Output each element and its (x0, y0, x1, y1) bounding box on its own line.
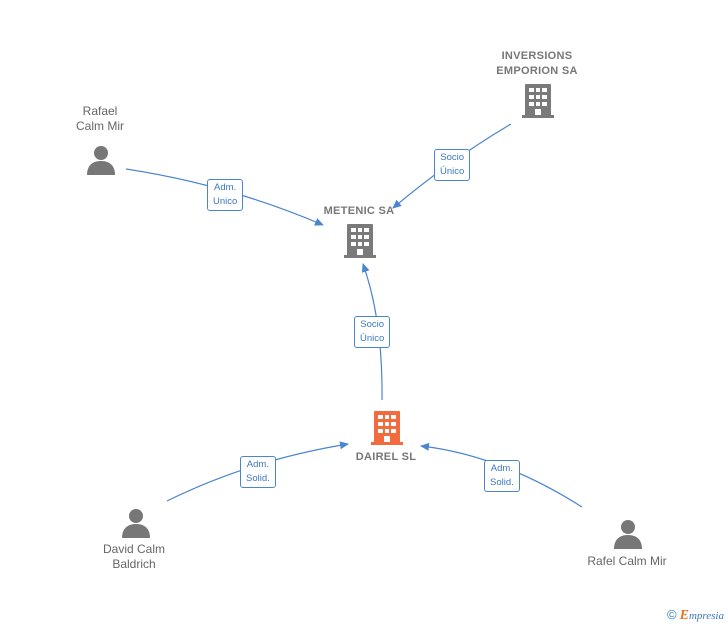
node-label-david[interactable]: David Calm Baldrich (102, 542, 165, 571)
brand-watermark: ©Empresia (667, 607, 724, 624)
person-icon[interactable] (122, 509, 150, 538)
brand-name: mpresia (688, 610, 724, 622)
node-label-inversions[interactable]: INVERSIONS EMPORION SA (496, 50, 578, 77)
edge-label-rafel-to-dairel: Adm. Solid. (484, 460, 520, 492)
node-label-rafel[interactable]: Rafel Calm Mir (587, 553, 667, 568)
person-icon[interactable] (614, 520, 642, 549)
edge-label-dairel-to-metenic: Socio Único (354, 316, 391, 348)
copyright-symbol: © (667, 607, 677, 622)
person-icon[interactable] (87, 146, 115, 175)
edge-label-inversions-to-metenic: Socio Único (434, 149, 471, 181)
edge-label-david-to-dairel: Adm. Solid. (240, 456, 276, 488)
building-icon[interactable] (371, 411, 403, 445)
building-icon[interactable] (344, 224, 376, 258)
building-icon[interactable] (522, 84, 554, 118)
edge-label-rafael-to-metenic: Adm. Unico (207, 179, 244, 211)
node-label-rafael[interactable]: Rafael Calm Mir (76, 104, 124, 133)
node-label-dairel[interactable]: DAIREL SL (355, 450, 417, 463)
brand-logo-e: E (679, 608, 689, 623)
node-label-metenic[interactable]: METENIC SA (323, 204, 395, 217)
